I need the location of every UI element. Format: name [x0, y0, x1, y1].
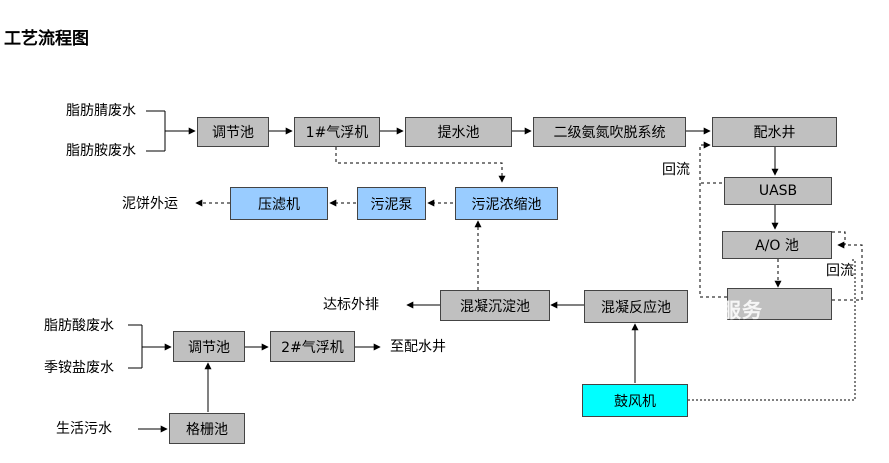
- connector: [688, 259, 856, 401]
- label-return-left: 回流: [662, 162, 690, 178]
- box-distribution-well: 配水井: [712, 117, 837, 147]
- box-air-flotation-2: 2#气浮机: [270, 331, 355, 362]
- box-air-flotation-1: 1#气浮机: [294, 117, 380, 147]
- connector: [832, 231, 846, 245]
- box-grit-chamber: 格栅池: [169, 413, 245, 444]
- page-title: 工艺流程图: [4, 29, 89, 49]
- box-regulating-tank-1: 调节池: [197, 117, 269, 147]
- box-uasb: UASB: [724, 177, 832, 205]
- box-lift-tank: 提水池: [405, 117, 512, 147]
- input-label-amine: 脂肪胺废水: [66, 143, 136, 159]
- box-ammonia-stripping: 二级氨氮吹脱系统: [533, 117, 686, 147]
- input-label-fatty-acid: 脂肪酸废水: [44, 318, 114, 334]
- box-coagulation-settling: 混凝沉淀池: [440, 290, 550, 321]
- label-to-well: 至配水井: [390, 339, 446, 355]
- label-cake-transport: 泥饼外运: [122, 196, 178, 212]
- box-sludge-thickener: 污泥浓缩池: [455, 187, 558, 220]
- label-return-right: 回流: [826, 263, 854, 279]
- connector: [335, 147, 506, 183]
- input-label-domestic: 生活污水: [56, 421, 112, 437]
- box-sludge-pump: 污泥泵: [357, 187, 426, 220]
- label-discharge: 达标外排: [323, 297, 379, 313]
- box-filter-press: 压滤机: [230, 187, 328, 220]
- box-coagulation-reaction: 混凝反应池: [584, 290, 688, 323]
- input-label-nitrile: 脂肪腈废水: [66, 103, 136, 119]
- box-ao-tank: A/O 池: [722, 231, 832, 259]
- connector: [832, 241, 863, 301]
- box-blower: 鼓风机: [582, 384, 688, 417]
- connector: [699, 141, 727, 298]
- watermark: 诚服务: [700, 298, 763, 322]
- input-label-quat: 季铵盐废水: [44, 360, 114, 376]
- box-regulating-tank-2: 调节池: [173, 331, 245, 362]
- box-hidden-tank: [727, 288, 832, 320]
